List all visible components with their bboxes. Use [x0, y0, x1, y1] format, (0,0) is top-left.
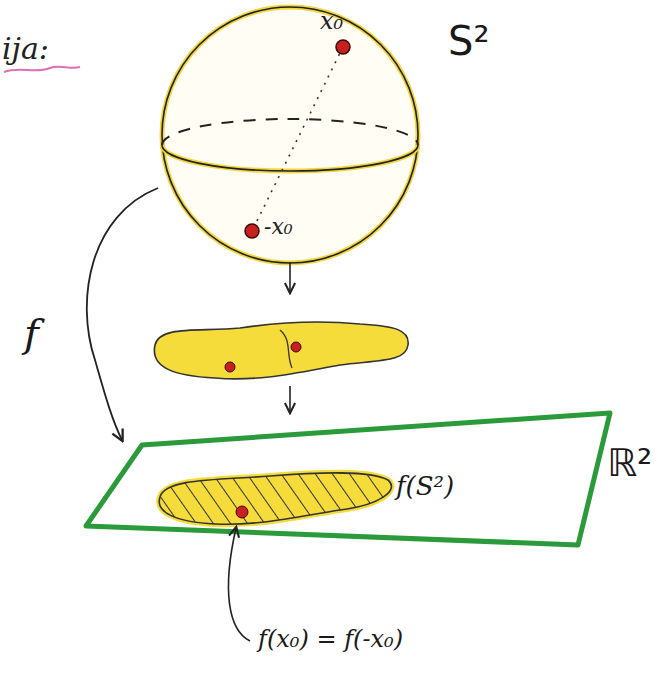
space-label: S² — [448, 18, 489, 64]
point-dot — [236, 506, 248, 518]
equator-back — [162, 119, 418, 145]
point-dot — [245, 224, 259, 238]
plane-label: ℝ² — [607, 442, 652, 486]
point-label: x₀ — [320, 8, 343, 36]
image-label: f(S²) — [396, 472, 454, 502]
leader-arrow — [228, 528, 250, 641]
equation-label: f(x₀) = f(-x₀) — [258, 626, 403, 654]
map-arrow — [87, 188, 158, 440]
image-glow — [159, 473, 391, 525]
point-dot — [225, 362, 235, 372]
sphere-outline — [162, 7, 418, 263]
point-dot — [336, 40, 350, 54]
down-arrow — [289, 262, 291, 292]
underline — [4, 67, 80, 72]
antipodal-line — [252, 47, 343, 231]
image-region — [159, 473, 391, 525]
squashed-sphere — [154, 322, 408, 379]
plane — [86, 413, 610, 545]
map-label: f — [24, 310, 39, 356]
down-arrow — [289, 386, 291, 412]
heading-fragment: ija: — [2, 32, 49, 67]
equator-glow — [162, 145, 418, 171]
fold-line — [280, 330, 292, 368]
point-dot — [291, 342, 301, 352]
sphere-glow — [162, 7, 418, 263]
point-label: -x₀ — [264, 214, 293, 239]
equator-front — [162, 145, 418, 171]
